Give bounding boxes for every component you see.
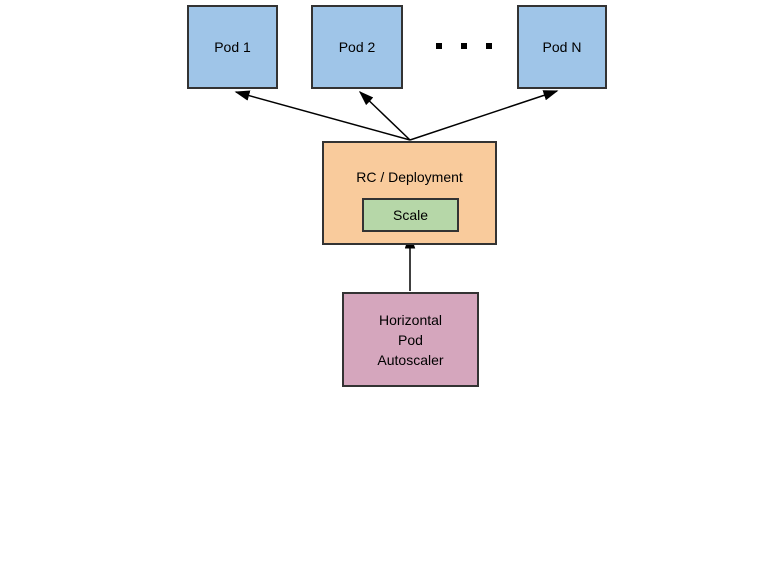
pod-1-label: Pod 1: [214, 39, 251, 55]
ellipsis-icon: [436, 42, 492, 50]
pod-2-label: Pod 2: [338, 39, 376, 55]
arrow-rc-to-pod1: [234, 90, 411, 141]
scale-node: Scale: [362, 198, 459, 232]
rc-deployment-label: RC / Deployment: [356, 169, 463, 185]
arrow-rc-to-podn: [409, 90, 559, 141]
scale-label: Scale: [392, 207, 429, 223]
arrow-rc-to-pod2: [358, 90, 411, 141]
ellipsis-dot: [486, 43, 492, 49]
pod-1-node: Pod 1: [187, 5, 278, 89]
hpa-label-line-3: Autoscaler: [377, 351, 444, 368]
pod-2-node: Pod 2: [311, 5, 403, 89]
hpa-label-line-1: Horizontal: [378, 311, 443, 328]
pod-n-label: Pod N: [542, 39, 582, 55]
ellipsis-dot: [461, 43, 467, 49]
hpa-label-line-2: Pod: [398, 331, 423, 348]
horizontal-pod-autoscaler-node: Horizontal Pod Autoscaler: [342, 292, 479, 387]
pod-n-node: Pod N: [517, 5, 607, 89]
ellipsis-dot: [436, 43, 442, 49]
